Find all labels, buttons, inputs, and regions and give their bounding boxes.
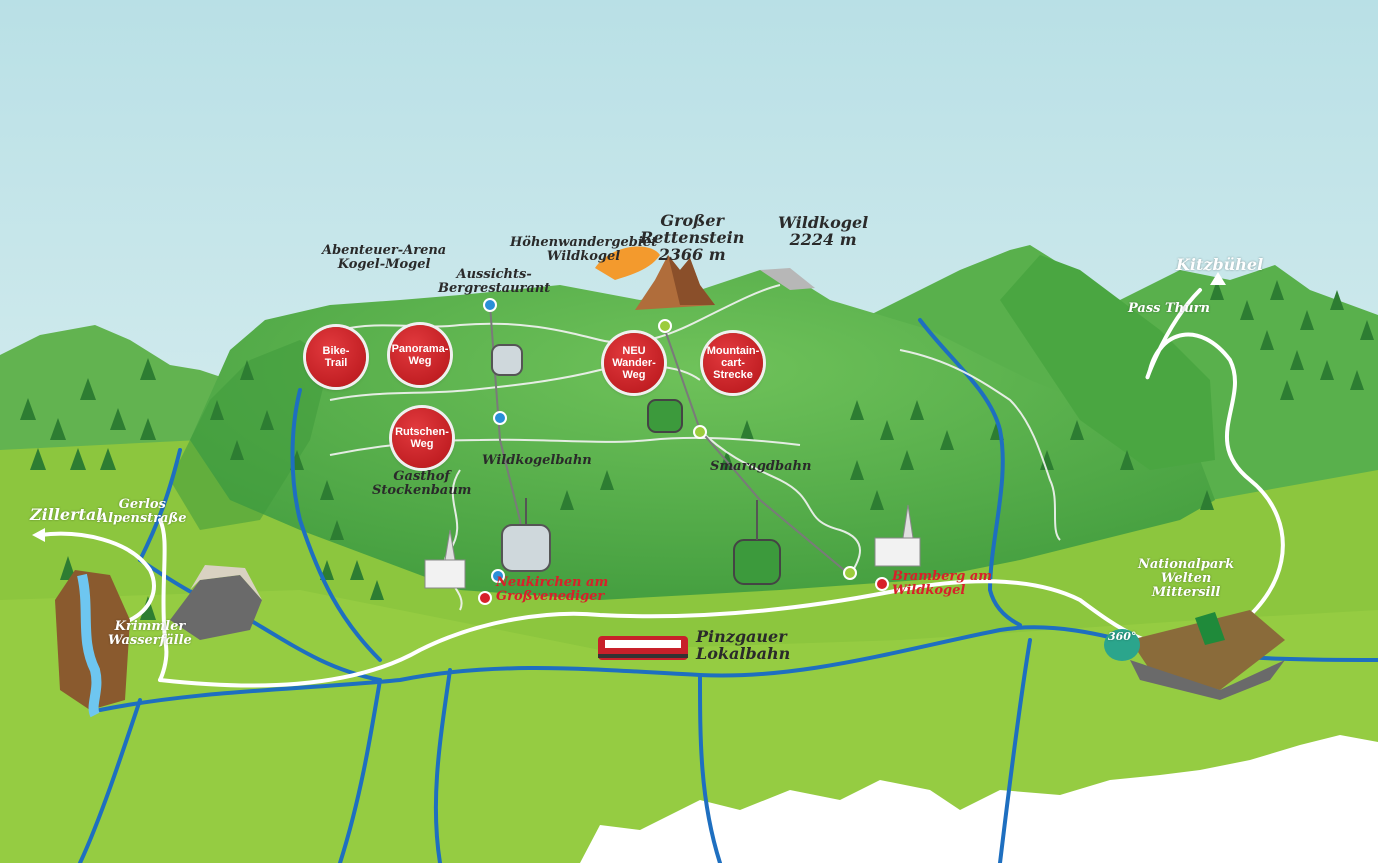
wildkogelbahn-gondolas[interactable] <box>491 344 551 572</box>
roads <box>38 288 1285 688</box>
left-shoulder <box>170 340 330 530</box>
label-bramberg: Bramberg am Wildkogel <box>892 569 993 598</box>
label-neukirchen: Neukirchen am Großvenediger <box>496 575 609 604</box>
train-lokalbahn <box>598 636 688 660</box>
badge-rutschen-weg[interactable]: Rutschen- Weg <box>392 408 452 468</box>
label-gasthof-stockenbaum: Gasthof Stockenbaum <box>372 469 472 498</box>
label-kitzbuehel: Kitzbühel <box>1176 255 1264 274</box>
snow-peaks <box>580 735 1378 863</box>
label-gerlos-alpenstrasse: Gerlos Alpenstraße <box>98 497 187 526</box>
badge-bike-trail[interactable]: Bike- Trail <box>306 327 366 387</box>
town-marker-bramberg <box>875 577 889 591</box>
arrow-zillertal <box>32 528 45 542</box>
badge-panorama-weg[interactable]: Panorama- Weg <box>390 325 450 385</box>
nationalpark-building <box>1104 610 1285 700</box>
station-mid-left <box>493 411 507 425</box>
label-pass-thurn: Pass Thurn <box>1128 301 1210 316</box>
label-360: 360° <box>1108 630 1137 643</box>
badge-neu-wanderweg[interactable]: NEU Wander- Weg <box>604 333 664 393</box>
right-shoulder <box>1000 255 1215 470</box>
station-top-right <box>658 319 672 333</box>
label-pinzgauer-lokalbahn: Pinzgauer Lokalbahn <box>696 627 791 663</box>
town-marker-neukirchen <box>478 591 492 605</box>
label-abenteuer-arena: Abenteuer-Arena Kogel-Mogel <box>322 243 447 272</box>
church-neukirchen <box>424 529 466 589</box>
label-wildkogel-peak: Wildkogel 2224 m <box>778 213 869 249</box>
label-zillertal: Zillertal <box>30 505 103 524</box>
church-bramberg <box>874 504 921 567</box>
label-grosser-rettenstein: Großer Rettenstein 2366 m <box>640 211 745 264</box>
station-top-left <box>483 298 497 312</box>
paraglider <box>595 246 660 280</box>
label-aussichts-bergrestaurant: Aussichts- Bergrestaurant <box>438 267 551 296</box>
pavilion-gerlos <box>170 565 262 640</box>
station-mid-right <box>693 425 707 439</box>
peak-wildkogel-rock <box>760 268 815 290</box>
label-nationalpark-welten: Nationalpark Welten Mittersill <box>1138 557 1235 600</box>
stations <box>483 298 857 583</box>
label-krimmler-wasserfaelle: Krimmler Wasserfälle <box>108 619 192 648</box>
station-valley-right <box>843 566 857 580</box>
peak-rettenstein-shade <box>668 255 715 305</box>
arrow-kitzbuehel <box>1210 272 1226 285</box>
label-hoehenwandergebiet: Höhenwandergebiet Wildkogel <box>510 235 658 264</box>
label-smaragdbahn: Smaragdbahn <box>710 459 812 474</box>
smaragdbahn-gondolas[interactable] <box>647 399 781 585</box>
badge-mountaincart-strecke[interactable]: Mountain- cart- Strecke <box>703 333 763 393</box>
station-valley-left <box>491 569 505 583</box>
label-wildkogelbahn: Wildkogelbahn <box>482 453 592 468</box>
waterfall-krimml <box>55 570 130 718</box>
